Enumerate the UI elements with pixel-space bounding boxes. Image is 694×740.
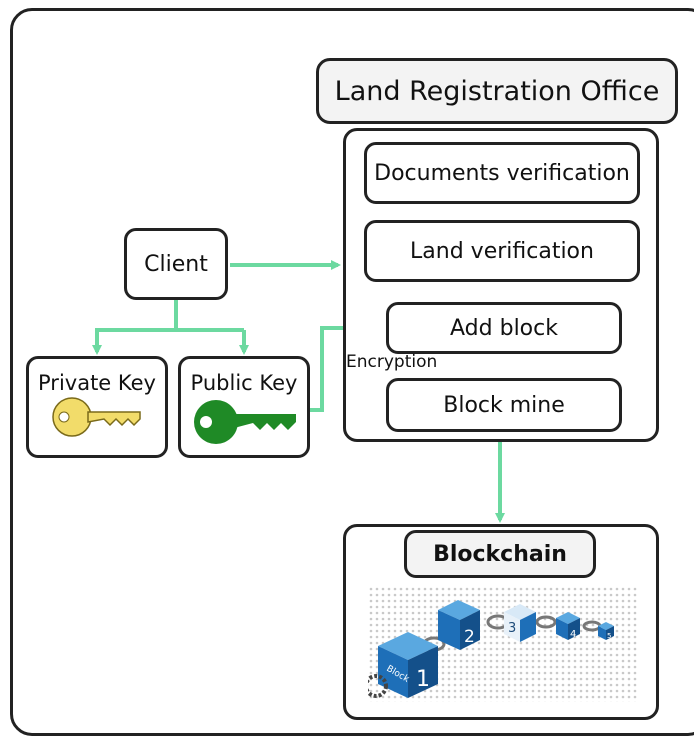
blockchain-illustration: Block 1 2 3 4 5	[368, 586, 638, 702]
blockchain-title: Blockchain	[404, 530, 596, 578]
encryption-label: Encryption	[346, 352, 438, 372]
arrow-client-to-keys	[95, 300, 178, 352]
step-land-verification: Land verification	[364, 220, 640, 282]
block-5-cube: 5	[598, 622, 614, 640]
step-block-mine: Block mine	[386, 378, 622, 432]
block-3-cube: 3	[504, 604, 536, 642]
svg-text:4: 4	[570, 629, 576, 640]
svg-text:1: 1	[416, 667, 430, 692]
svg-text:5: 5	[607, 632, 611, 640]
public-key-icon	[194, 400, 296, 444]
diagram-frame	[10, 8, 694, 736]
block-4-cube: 4	[556, 612, 580, 640]
office-title: Land Registration Office	[316, 58, 678, 124]
gear-icon	[368, 674, 388, 698]
svg-text:2: 2	[464, 627, 475, 647]
private-key-box: Private Key	[26, 356, 168, 458]
svg-text:3: 3	[508, 621, 516, 636]
client-box: Client	[124, 228, 228, 300]
block-1-cube: Block 1	[378, 632, 438, 698]
step-documents-verification: Documents verification	[364, 142, 640, 204]
step-add-block: Add block	[386, 302, 622, 354]
private-key-icon	[52, 397, 141, 437]
block-2-cube: 2	[438, 600, 480, 650]
